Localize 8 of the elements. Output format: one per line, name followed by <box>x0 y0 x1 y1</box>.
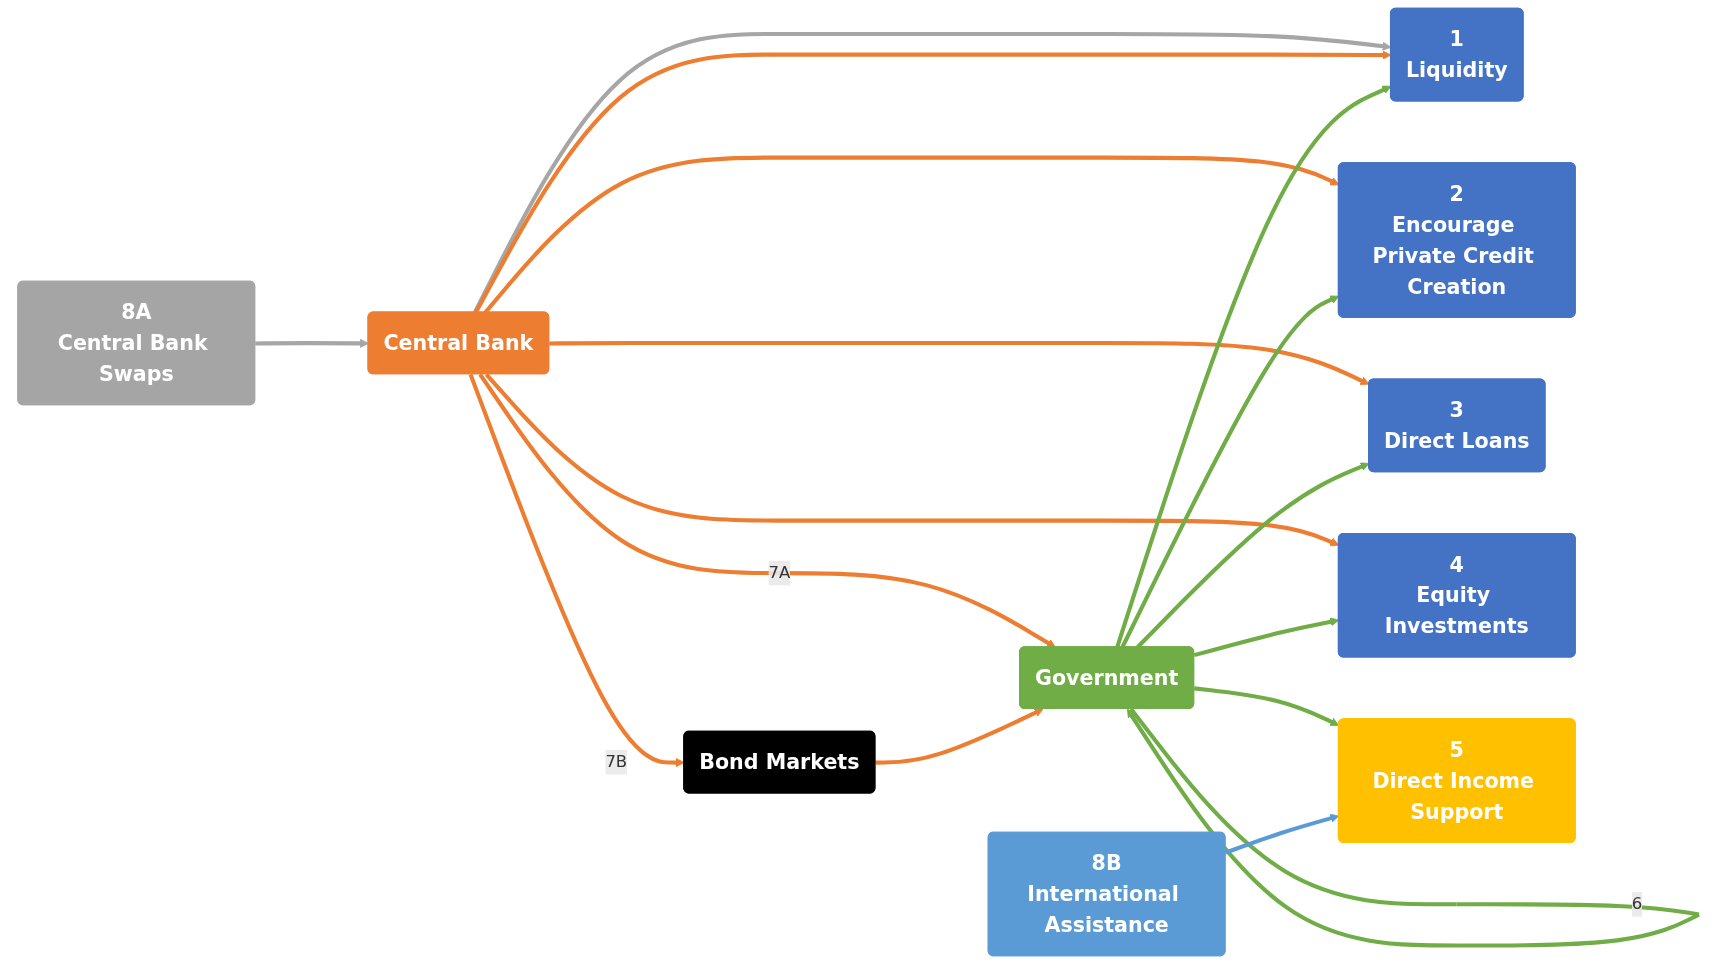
arrow <box>1193 686 1340 726</box>
arrow <box>875 708 1044 765</box>
arrow <box>255 338 369 348</box>
arrow <box>549 340 1370 385</box>
edge-label: 6 <box>1631 893 1643 914</box>
edge-label: 7B <box>605 751 628 772</box>
edge-label: 7A <box>768 562 791 583</box>
arrow <box>478 373 1056 648</box>
